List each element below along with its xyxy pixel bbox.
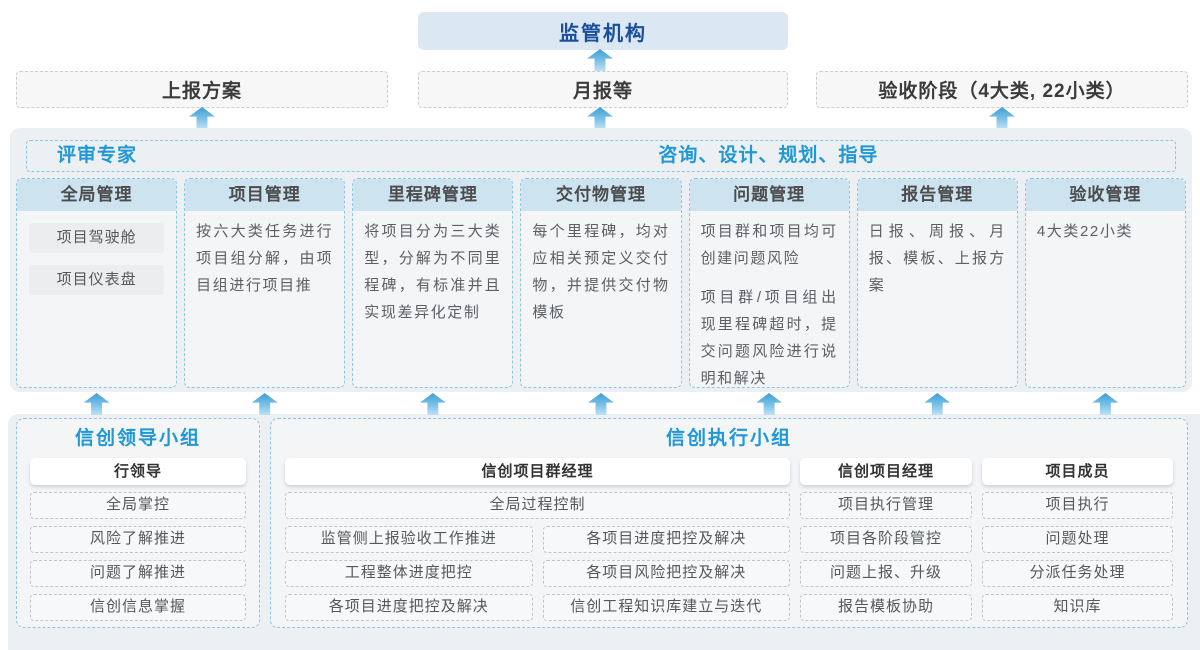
column-description: 按六大类任务进行项目组分解，由项目组进行项目推 bbox=[196, 223, 334, 294]
column-description: 每个里程碑，均对应相关预定义交付物，并提供交付物模板 bbox=[532, 223, 670, 321]
execution-group-title: 信创执行小组 bbox=[665, 428, 792, 449]
regulator-box: 监管机构 bbox=[418, 12, 788, 50]
list-item: 知识库 bbox=[982, 594, 1173, 621]
up-arrow-icon bbox=[251, 393, 278, 415]
up-arrow-icon bbox=[756, 393, 783, 415]
column-title: 里程碑管理 bbox=[353, 179, 513, 211]
list-item: 信创信息掌握 bbox=[30, 594, 246, 621]
roles-band: 评审专家 咨询、设计、规划、指导 bbox=[26, 140, 1176, 172]
column-report-management: 报告管理 日报、周报、月报、模板、上报方案 bbox=[856, 178, 1018, 388]
channel-box-report-plan: 上报方案 bbox=[16, 71, 388, 108]
channel-box-acceptance-stage: 验收阶段（4大类, 22小类） bbox=[816, 71, 1188, 108]
column-description: 将项目分为三大类型，分解为不同里程碑，有标准并且实现差异化定制 bbox=[364, 223, 502, 321]
review-experts-label: 评审专家 bbox=[57, 145, 138, 166]
program-manager-section: 信创项目群经理 全局过程控制 监管侧上报验收工作推进 工程整体进度把控 各项目进… bbox=[285, 458, 790, 621]
project-member-section: 项目成员 项目执行 问题处理 分派任务处理 知识库 bbox=[982, 458, 1173, 621]
up-arrow-icon bbox=[924, 393, 951, 415]
role-project-manager: 信创项目经理 bbox=[800, 458, 972, 485]
column-title: 问题管理 bbox=[689, 179, 849, 211]
leadership-group-title: 信创领导小组 bbox=[74, 428, 201, 449]
list-item: 项目执行 bbox=[982, 492, 1173, 519]
channel-label: 上报方案 bbox=[161, 81, 242, 102]
chip-project-dashboard: 项目仪表盘 bbox=[29, 265, 165, 295]
up-arrow-icon bbox=[587, 393, 614, 415]
column-title: 项目管理 bbox=[185, 179, 345, 211]
list-item: 问题处理 bbox=[982, 526, 1173, 553]
column-title: 验收管理 bbox=[1025, 179, 1185, 211]
channel-label: 月报等 bbox=[572, 81, 633, 102]
column-description: 项目群和项目均可创建问题风险 bbox=[700, 223, 838, 267]
list-item: 问题上报、升级 bbox=[800, 560, 972, 587]
channel-box-monthly-report: 月报等 bbox=[418, 71, 788, 108]
up-arrow-icon bbox=[83, 393, 110, 415]
regulator-label: 监管机构 bbox=[559, 22, 647, 45]
role-program-manager: 信创项目群经理 bbox=[285, 458, 790, 485]
column-description: 4大类22小类 bbox=[1036, 223, 1134, 240]
list-item: 风险了解推进 bbox=[30, 526, 246, 553]
column-description: 日报、周报、月报、模板、上报方案 bbox=[868, 223, 1006, 294]
list-item: 全局掌控 bbox=[30, 492, 246, 519]
list-item: 项目执行管理 bbox=[800, 492, 972, 519]
list-item: 监管侧上报验收工作推进 bbox=[285, 526, 533, 553]
column-arrows bbox=[16, 392, 1186, 415]
up-arrow-icon bbox=[989, 107, 1015, 129]
column-milestone-management: 里程碑管理 将项目分为三大类型，分解为不同里程碑，有标准并且实现差异化定制 bbox=[352, 178, 514, 388]
list-item: 信创工程知识库建立与迭代 bbox=[542, 594, 790, 621]
list-item: 工程整体进度把控 bbox=[285, 560, 533, 587]
column-title: 全局管理 bbox=[17, 179, 177, 211]
leadership-group: 信创领导小组 行领导 全局掌控 风险了解推进 问题了解推进 信创信息掌握 bbox=[16, 418, 260, 628]
column-title: 交付物管理 bbox=[521, 179, 681, 211]
up-arrow-icon bbox=[419, 393, 446, 415]
list-item: 项目各阶段管控 bbox=[800, 526, 972, 553]
consulting-label: 咨询、设计、规划、指导 bbox=[658, 145, 879, 166]
list-item: 全局过程控制 bbox=[285, 492, 790, 519]
up-arrow-icon bbox=[587, 107, 613, 129]
list-item: 报告模板协助 bbox=[800, 594, 972, 621]
up-arrow-icon bbox=[1092, 393, 1119, 415]
column-global-management: 全局管理 项目驾驶舱 项目仪表盘 bbox=[16, 178, 178, 388]
column-issue-management: 问题管理 项目群和项目均可创建问题风险 项目群/项目组出现里程碑超时，提交问题风… bbox=[688, 178, 850, 388]
column-project-management: 项目管理 按六大类任务进行项目组分解，由项目组进行项目推 bbox=[184, 178, 346, 388]
list-item: 分派任务处理 bbox=[982, 560, 1173, 587]
channel-label: 验收阶段（4大类, 22小类） bbox=[878, 81, 1126, 102]
column-deliverable-management: 交付物管理 每个里程碑，均对应相关预定义交付物，并提供交付物模板 bbox=[520, 178, 682, 388]
role-bank-leader: 行领导 bbox=[30, 458, 246, 485]
list-item: 各项目风险把控及解决 bbox=[542, 560, 790, 587]
up-arrow-icon bbox=[189, 107, 215, 129]
role-project-member: 项目成员 bbox=[982, 458, 1173, 485]
execution-group: 信创执行小组 信创项目群经理 全局过程控制 监管侧上报验收工作推进 工程整体进度… bbox=[270, 418, 1188, 628]
column-description: 项目群/项目组出现里程碑超时，提交问题风险进行说明和解决 bbox=[700, 289, 838, 387]
column-acceptance-management: 验收管理 4大类22小类 bbox=[1024, 178, 1186, 388]
column-title: 报告管理 bbox=[857, 179, 1017, 211]
chip-project-cockpit: 项目驾驶舱 bbox=[29, 223, 165, 253]
project-manager-section: 信创项目经理 项目执行管理 项目各阶段管控 问题上报、升级 报告模板协助 bbox=[800, 458, 972, 621]
list-item: 各项目进度把控及解决 bbox=[542, 526, 790, 553]
list-item: 问题了解推进 bbox=[30, 560, 246, 587]
management-columns: 全局管理 项目驾驶舱 项目仪表盘 项目管理 按六大类任务进行项目组分解，由项目组… bbox=[16, 178, 1186, 388]
list-item: 各项目进度把控及解决 bbox=[285, 594, 533, 621]
up-arrow-icon bbox=[587, 49, 613, 71]
